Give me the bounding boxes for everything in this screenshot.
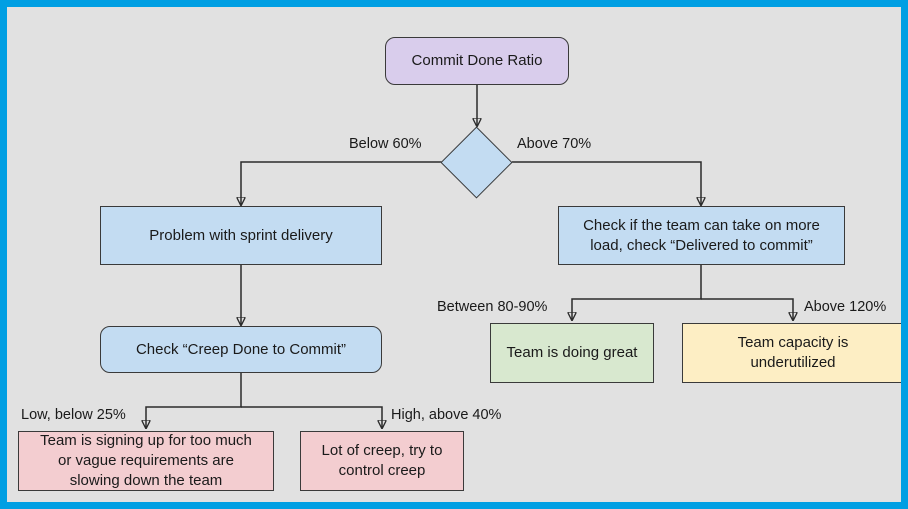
- node-decision-diamond[interactable]: [440, 126, 513, 199]
- node-check-team-load-line2: load, check “Delivered to commit”: [590, 236, 813, 254]
- node-lot-of-creep[interactable]: Lot of creep, try to control creep: [300, 431, 464, 491]
- edge-label-low-below-25: Low, below 25%: [21, 407, 126, 423]
- node-signing-line1: Team is signing up for too much: [40, 432, 252, 449]
- wire-decision-to-problem: [241, 161, 442, 205]
- edge-label-between-80-90: Between 80-90%: [437, 299, 548, 315]
- wire-creep-to-signing: [146, 373, 242, 428]
- wire-load-to-team-great: [572, 265, 702, 320]
- node-creep-line2: control creep: [338, 462, 426, 479]
- node-capacity-line2: underutilized: [750, 354, 836, 371]
- wire-creep-to-lot-of-creep: [241, 406, 382, 428]
- node-signing-line3: slowing down the team: [69, 472, 223, 489]
- node-team-signing-up-too-much[interactable]: Team is signing up for too much or vague…: [18, 431, 274, 491]
- node-team-great-label: Team is doing great: [506, 344, 638, 361]
- node-check-creep-label: Check “Creep Done to Commit”: [135, 340, 347, 358]
- wire-load-to-capacity: [701, 298, 793, 320]
- node-signing-line2: or vague requirements are: [58, 452, 234, 469]
- node-problem-with-sprint-delivery[interactable]: Problem with sprint delivery: [100, 206, 382, 265]
- edge-label-below-60: Below 60%: [349, 136, 422, 152]
- node-check-team-load[interactable]: Check if the team can take on more load,…: [558, 206, 845, 265]
- node-team-capacity-underutilized[interactable]: Team capacity is underutilized: [682, 323, 901, 383]
- node-check-creep-done-to-commit[interactable]: Check “Creep Done to Commit”: [100, 326, 382, 373]
- node-capacity-line1: Team capacity is: [737, 334, 849, 351]
- node-capacity-text: Team capacity is underutilized: [738, 333, 849, 373]
- node-problem-label: Problem with sprint delivery: [149, 226, 333, 244]
- wire-decision-to-check-load: [512, 161, 701, 205]
- node-commit-done-ratio-label: Commit Done Ratio: [411, 52, 543, 69]
- node-creep-line1: Lot of creep, try to: [321, 442, 443, 459]
- node-check-team-load-text: Check if the team can take on more load,…: [583, 216, 820, 256]
- edge-label-high-above-40: High, above 40%: [391, 407, 502, 423]
- edge-label-above-120: Above 120%: [804, 299, 887, 315]
- node-check-team-load-line1: Check if the team can take on more: [583, 216, 820, 234]
- node-team-is-doing-great[interactable]: Team is doing great: [490, 323, 654, 383]
- node-signing-text: Team is signing up for too much or vague…: [40, 431, 252, 491]
- edge-label-above-70: Above 70%: [517, 136, 592, 152]
- node-creep-text: Lot of creep, try to control creep: [322, 441, 443, 481]
- node-commit-done-ratio[interactable]: Commit Done Ratio: [385, 37, 569, 85]
